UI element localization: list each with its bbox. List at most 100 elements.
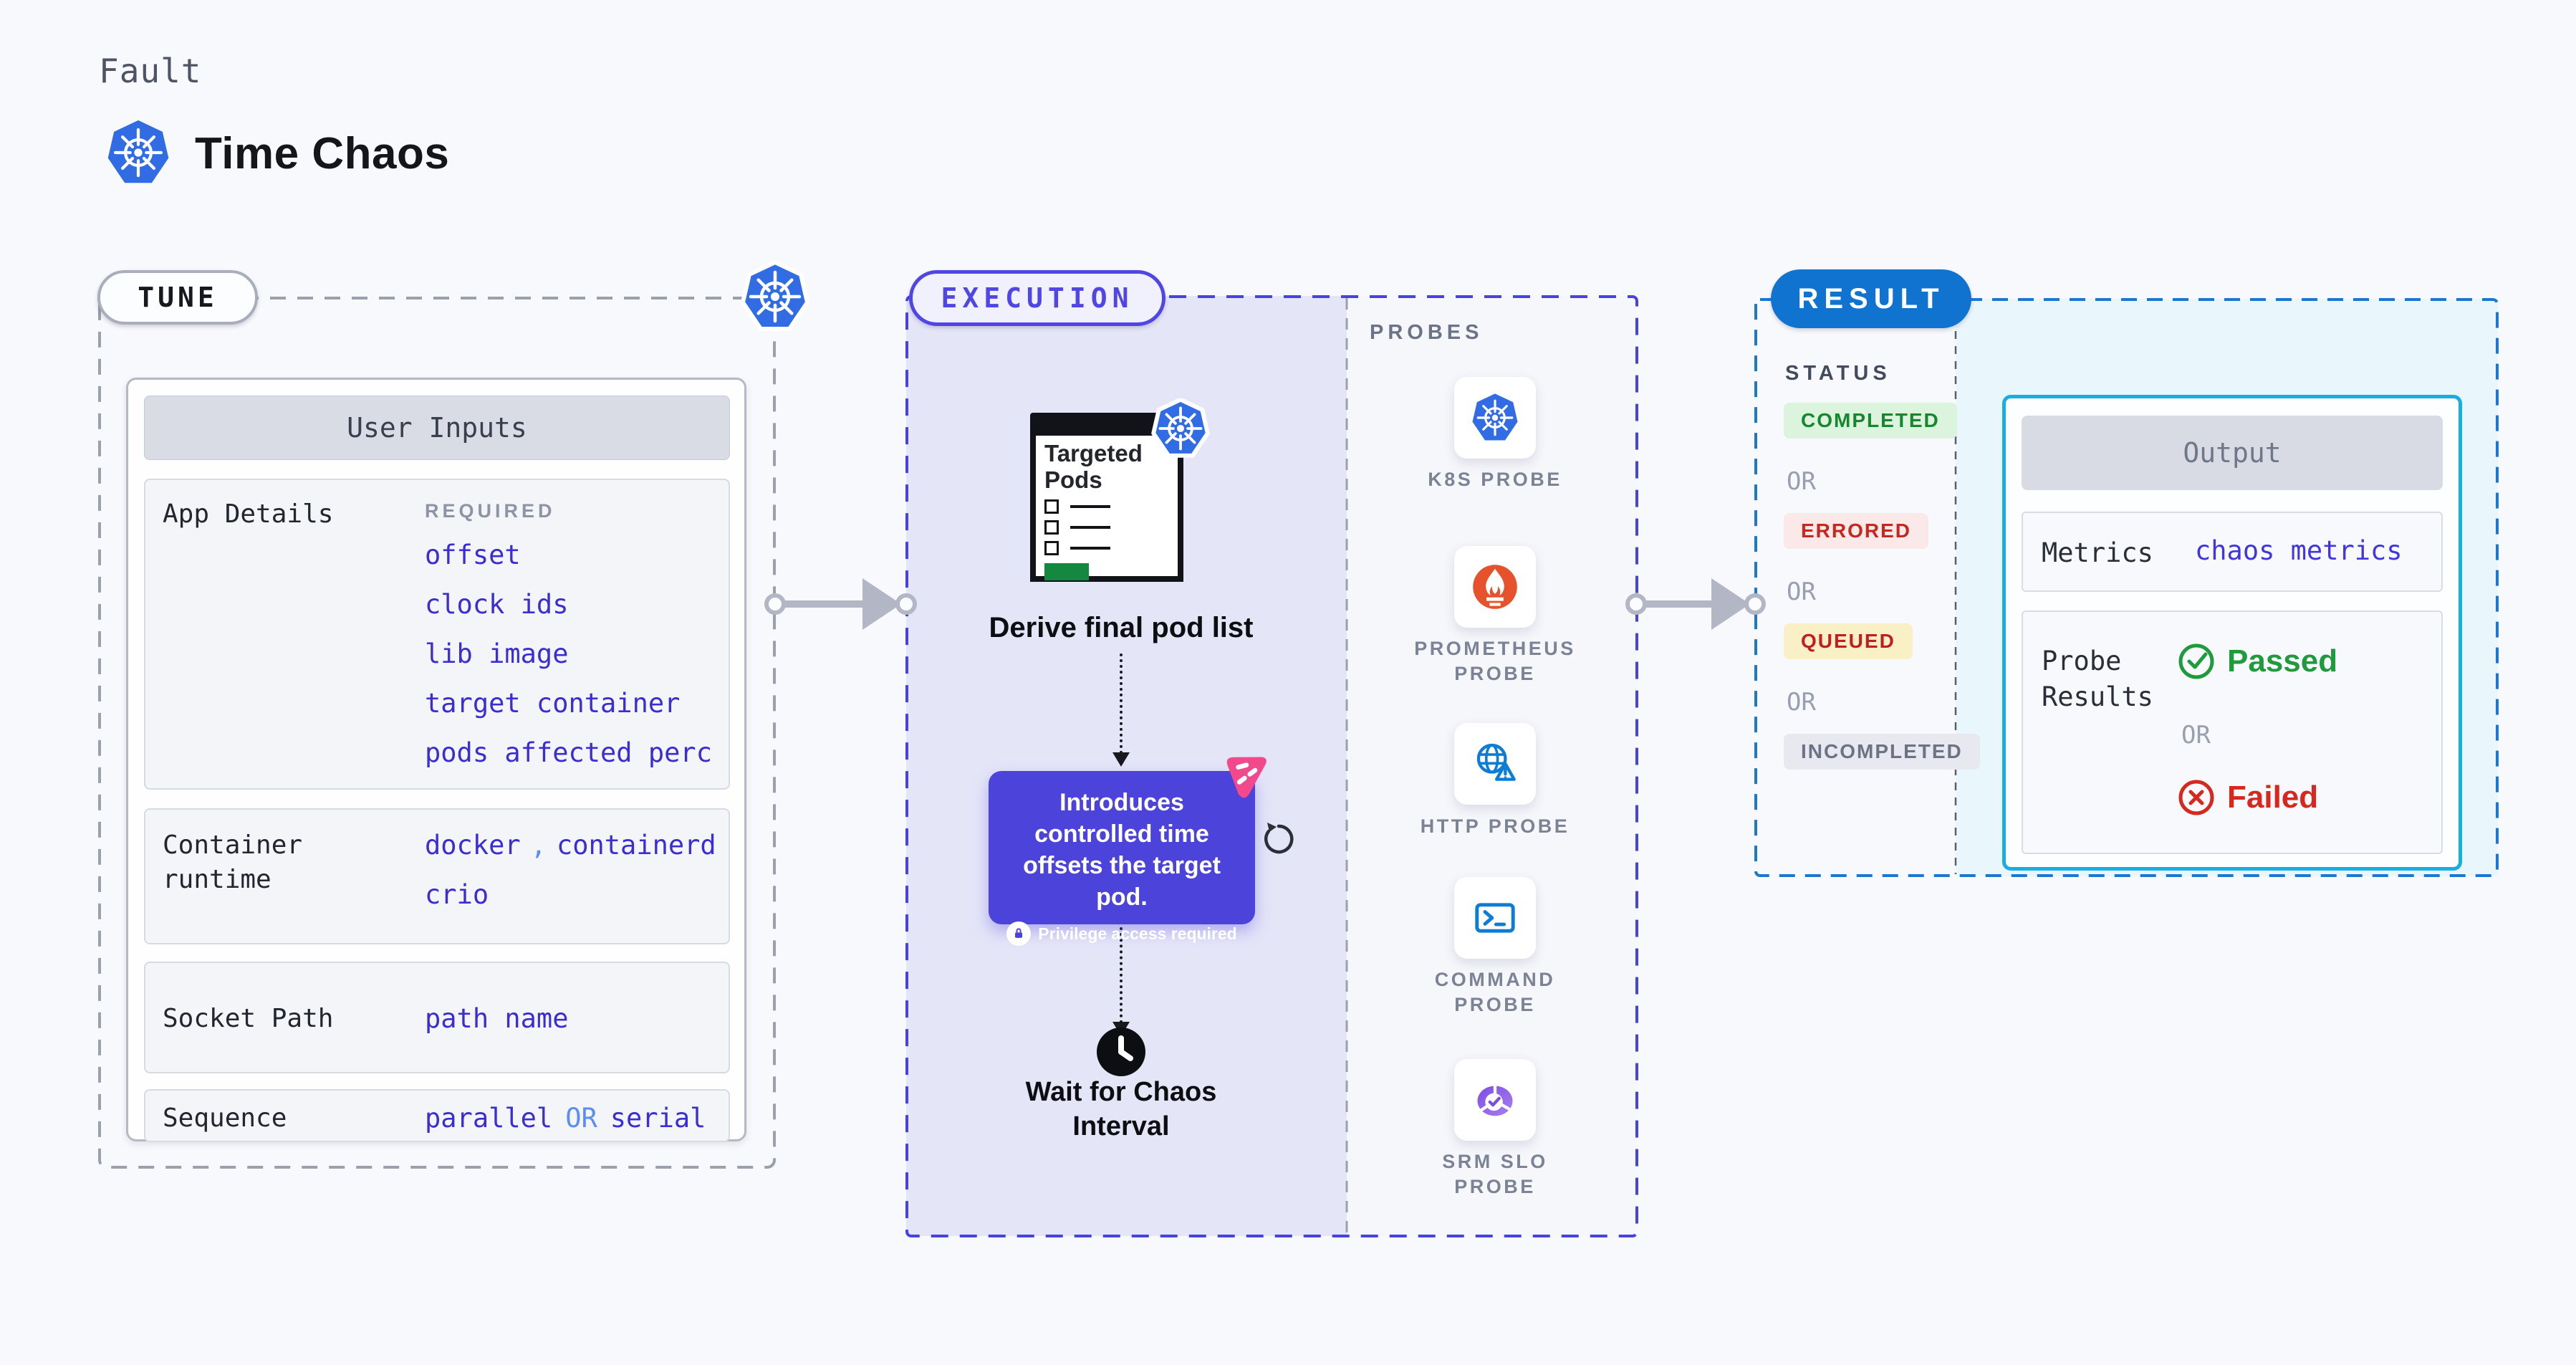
output-panel: Output Metrics chaos metrics Probe Resul… — [2002, 395, 2462, 871]
probes-to-result-arrow — [1625, 577, 1766, 631]
chaos-metrics-link[interactable]: chaos metrics — [2195, 535, 2403, 566]
execution-dashed-box — [905, 295, 1638, 1237]
or-separator: OR — [1787, 467, 1816, 496]
line-placeholder — [1070, 547, 1110, 550]
sequence-or: OR — [565, 1103, 597, 1134]
arrow-start-dot — [764, 593, 786, 615]
app-details-row: App Details REQUIRED offset clock ids li… — [144, 479, 730, 790]
required-tag: REQUIRED — [425, 500, 556, 522]
dotted-arrowhead — [1112, 752, 1130, 767]
check-item — [1044, 520, 1178, 535]
check-item — [1044, 499, 1178, 514]
targeted-pods-graphic: Targeted Pods — [1030, 413, 1183, 582]
sequence-values: parallel OR serial — [425, 1103, 706, 1134]
green-progress-bar — [1044, 563, 1089, 580]
wait-chaos-interval-text: Wait for Chaos Interval — [1025, 1077, 1217, 1141]
prometheus-probe-label: PROMETHEUS PROBE — [1414, 638, 1576, 684]
link-parallel[interactable]: parallel — [425, 1103, 553, 1134]
status-badge-errored: ERRORED — [1784, 513, 1929, 549]
execution-section-label: EXECUTION — [909, 270, 1166, 326]
comma-separator: , — [530, 830, 547, 861]
fault-description-card: Introduces controlled time offsets the t… — [989, 771, 1255, 946]
status-title: STATUS — [1785, 362, 1891, 385]
kubernetes-corner-icon — [739, 261, 811, 332]
status-badge-incompleted: INCOMPLETED — [1784, 734, 1980, 770]
socket-path-row: Socket Path path name — [144, 962, 730, 1073]
check-circle-icon — [2178, 643, 2214, 679]
derive-pod-list-text: Derive final pod list — [989, 612, 1254, 643]
prometheus-probe-icon — [1454, 546, 1536, 628]
passed-result: Passed — [2177, 642, 2337, 681]
link-lib-image[interactable]: lib image — [425, 638, 569, 669]
arrow-start-dot — [1625, 593, 1647, 615]
user-inputs-title: User Inputs — [144, 396, 730, 460]
tune-dashed-box — [98, 297, 776, 1169]
or-separator: OR — [1787, 688, 1816, 717]
line-placeholder — [1070, 526, 1110, 529]
arrow-end-dot — [895, 593, 917, 615]
app-details-values: REQUIRED offset clock ids lib image targ… — [425, 500, 712, 768]
link-docker[interactable]: docker — [425, 830, 521, 861]
probe-results-label: Probe Results — [2042, 646, 2153, 712]
http-probe-icon — [1454, 723, 1536, 805]
link-pods-affected-perc[interactable]: pods affected perc — [425, 737, 712, 768]
kubernetes-icon — [105, 119, 172, 186]
arrow-head — [1711, 578, 1750, 630]
link-serial[interactable]: serial — [610, 1103, 706, 1134]
link-clock-ids[interactable]: clock ids — [425, 589, 569, 620]
or-separator: OR — [2181, 721, 2211, 749]
link-path-name[interactable]: path name — [425, 1003, 569, 1034]
privilege-note: Privilege access required — [1038, 924, 1237, 943]
failed-result: Failed — [2177, 778, 2318, 817]
tune-section-label: TUNE — [97, 270, 258, 325]
targeted-pods-title: Targeted Pods — [1044, 440, 1143, 493]
arrow-end-dot — [1744, 593, 1766, 615]
output-title: Output — [2022, 416, 2443, 490]
command-probe-icon — [1454, 877, 1536, 959]
arrow-head — [862, 578, 901, 630]
dotted-connector — [1120, 653, 1123, 754]
arrow-line — [1636, 600, 1720, 608]
checkbox-icon — [1044, 520, 1059, 535]
checkbox-icon — [1044, 541, 1059, 555]
sequence-row: Sequence parallel OR serial — [144, 1089, 730, 1142]
user-inputs-panel: User Inputs App Details REQUIRED offset … — [126, 378, 746, 1142]
container-runtime-label: Container runtime — [163, 830, 303, 894]
passed-text: Passed — [2227, 643, 2338, 679]
srm-slo-probe-icon — [1454, 1059, 1536, 1141]
probe-results-row: Probe Results Passed OR Failed — [2022, 610, 2443, 854]
k8s-probe-label: K8S PROBE — [1428, 469, 1562, 490]
k8s-probe-icon — [1454, 377, 1536, 459]
sequence-label: Sequence — [163, 1103, 287, 1133]
dotted-connector — [1120, 927, 1123, 1023]
probes-title: PROBES — [1370, 321, 1484, 344]
arrow-line — [775, 600, 871, 608]
app-details-label: App Details — [163, 499, 334, 529]
tune-to-execution-arrow — [764, 577, 917, 631]
status-badge-completed: COMPLETED — [1784, 403, 1957, 439]
failed-text: Failed — [2227, 780, 2319, 815]
result-dashed-box — [1754, 298, 2499, 877]
fault-eyebrow: Fault — [99, 52, 202, 90]
result-section-label: RESULT — [1771, 269, 1971, 328]
x-circle-icon — [2178, 780, 2214, 815]
page-title: Time Chaos — [195, 129, 450, 178]
container-runtime-row: Container runtime docker , containerd cr… — [144, 808, 730, 944]
socket-path-label: Socket Path — [163, 1004, 334, 1033]
container-runtime-values: docker , containerd crio — [425, 830, 716, 910]
kubernetes-badge-icon — [1150, 398, 1211, 459]
clock-icon — [1095, 1026, 1147, 1078]
command-probe-label: COMMAND PROBE — [1434, 969, 1556, 1015]
link-offset[interactable]: offset — [425, 540, 521, 570]
link-target-container[interactable]: target container — [425, 688, 681, 719]
checkbox-icon — [1044, 499, 1059, 514]
check-item — [1044, 541, 1178, 555]
metrics-label: Metrics — [2042, 537, 2153, 568]
line-placeholder — [1070, 505, 1110, 508]
link-containerd[interactable]: containerd — [556, 830, 716, 861]
metrics-row: Metrics chaos metrics — [2022, 512, 2443, 592]
chaos-pink-badge-icon — [1213, 746, 1274, 806]
status-badge-queued: QUEUED — [1784, 623, 1913, 659]
link-crio[interactable]: crio — [425, 879, 489, 910]
